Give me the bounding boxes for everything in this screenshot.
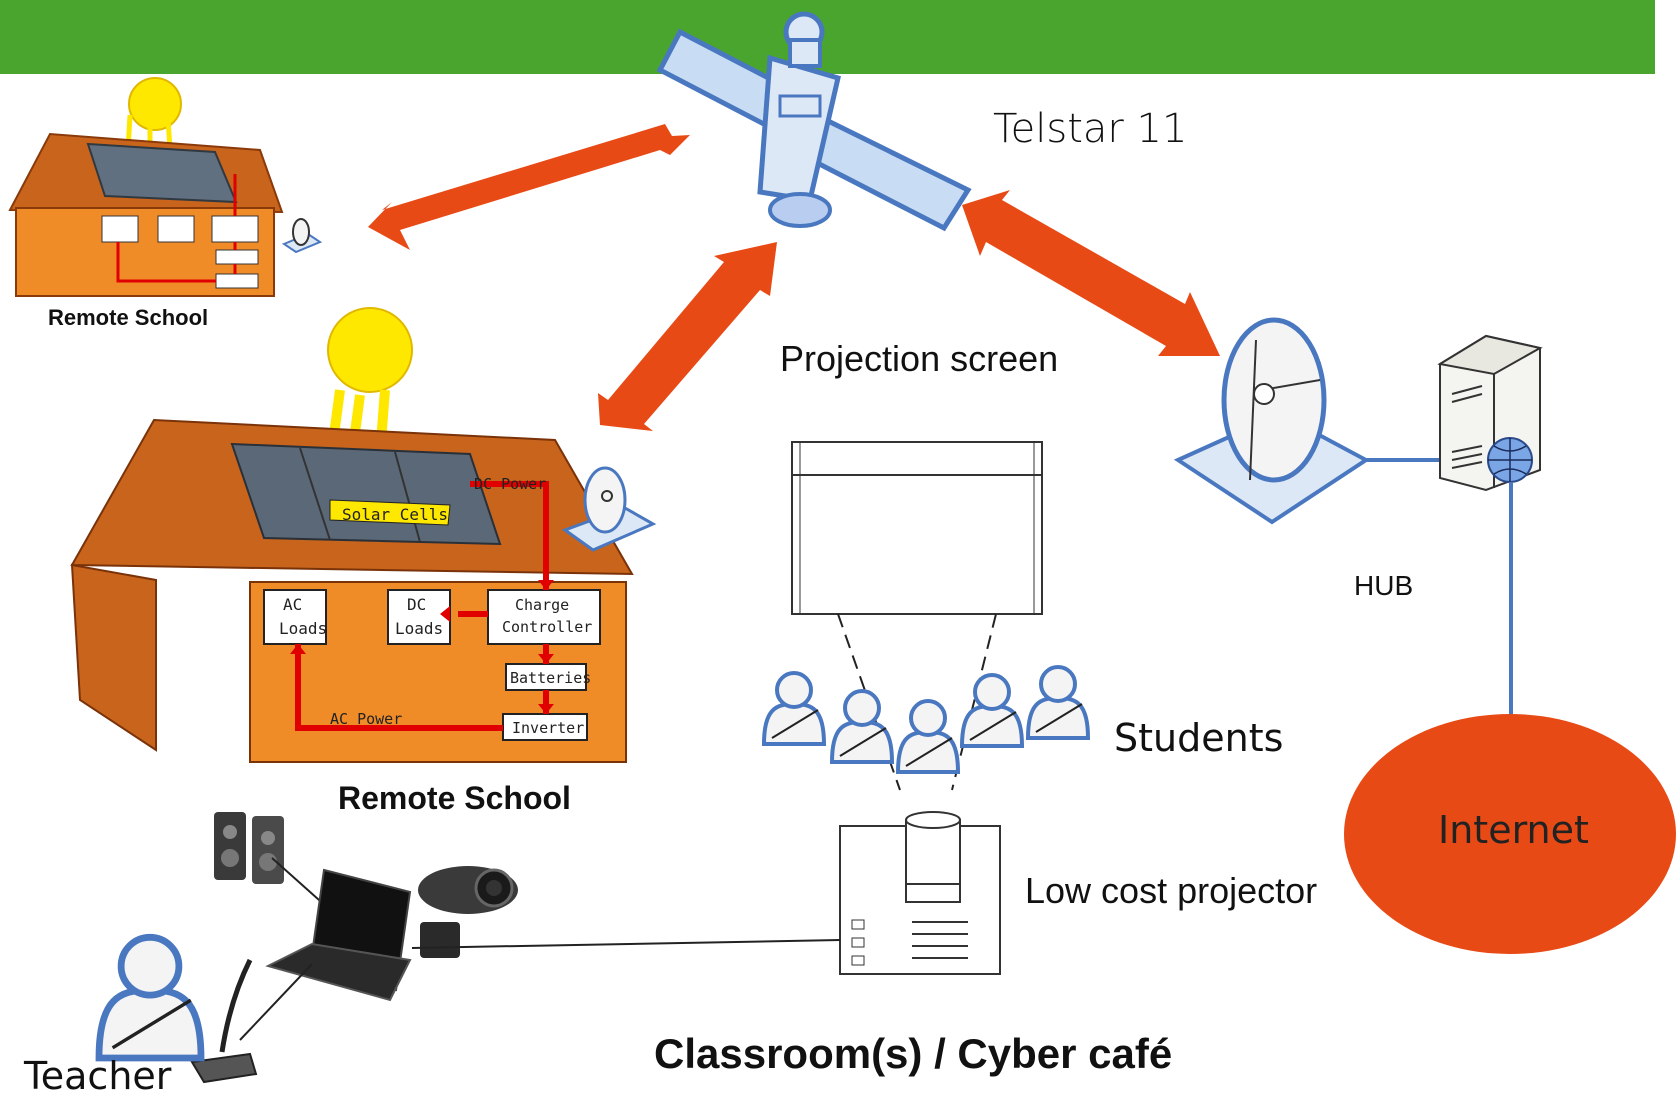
hub-label: HUB [1354, 570, 1414, 601]
satellite-icon [656, 11, 972, 232]
charge-label-2: Controller [502, 618, 592, 636]
laptop-icon [265, 868, 412, 1002]
link-arrow-school-big [598, 242, 777, 431]
speakers-icon [214, 812, 284, 884]
projection-screen-label: Projection screen [780, 338, 1059, 379]
dish-big-icon [561, 466, 657, 552]
link-arrow-hub [962, 190, 1220, 356]
ac-loads-label-2: Loads [279, 619, 327, 638]
remote-school-small-label: Remote School [48, 305, 209, 330]
internet-label: Internet [1438, 808, 1589, 852]
ac-power-label: AC Power [330, 710, 402, 728]
webcam-icon [418, 866, 518, 958]
mic-cable [239, 963, 313, 1041]
projection-screen-icon [791, 441, 1043, 791]
speaker-cable [271, 857, 329, 909]
server-icon [1437, 334, 1543, 492]
satellite-label: Telstar 11 [993, 106, 1188, 152]
projector-label: Low cost projector [1025, 870, 1318, 911]
remote-school-big-icon: Solar Cells DC Power AC Power AC Loads D… [70, 307, 657, 763]
dish-small-icon [281, 218, 323, 254]
batteries-label: Batteries [510, 669, 591, 687]
projector-cable [411, 939, 841, 949]
ac-loads-label-1: AC [283, 595, 302, 614]
classroom-label: Classroom(s) / Cyber café [654, 1030, 1173, 1077]
dc-power-label: DC Power [474, 475, 546, 493]
charge-label-1: Charge [515, 596, 569, 614]
dc-loads-label-1: DC [407, 595, 426, 614]
teacher-icon [99, 937, 201, 1058]
header-bar [0, 0, 1655, 74]
students-icon [762, 665, 1090, 774]
internet-cloud [1344, 714, 1676, 954]
solar-cells-label: Solar Cells [342, 505, 448, 524]
microphone-icon [190, 958, 258, 1084]
remote-school-small-icon [8, 77, 323, 297]
students-label: Students [1114, 716, 1284, 760]
inverter-label: Inverter [512, 719, 584, 737]
hub-dish-icon [1173, 317, 1370, 525]
dc-loads-label-2: Loads [395, 619, 443, 638]
projector-icon [839, 811, 1001, 975]
link-arrow-school-small [368, 124, 690, 250]
teacher-label: Teacher [24, 1054, 172, 1098]
remote-school-big-label: Remote School [338, 780, 571, 816]
